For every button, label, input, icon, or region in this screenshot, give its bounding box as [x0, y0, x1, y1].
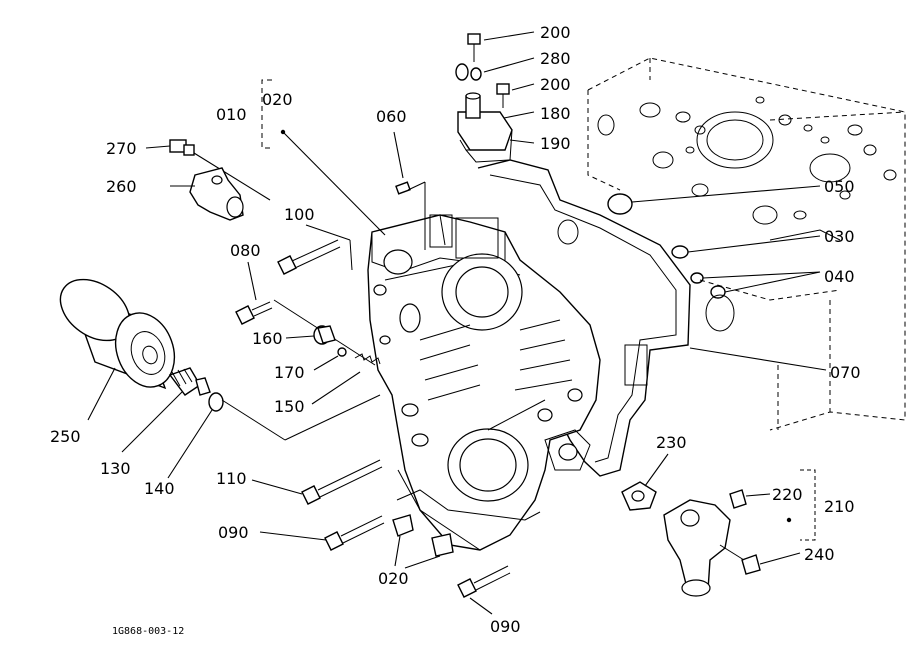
- leader-070: [689, 347, 827, 371]
- callout-280: 280: [540, 49, 571, 68]
- callout-220: 220: [772, 485, 803, 504]
- callout-060: 060: [376, 107, 407, 126]
- callout-110: 110: [216, 469, 247, 488]
- callout-070: 070: [830, 363, 861, 382]
- o-rings-030-040: [671, 235, 821, 299]
- bolt-080: [235, 261, 376, 366]
- callout-260: 260: [106, 177, 137, 196]
- callout-270: 270: [106, 139, 137, 158]
- callout-labels: 010 020 060 200 280 200 180 190 050 030 …: [50, 23, 861, 637]
- callout-100: 100: [284, 205, 315, 224]
- cover-assembly-180: [455, 31, 535, 163]
- bolt-090-bottom: [457, 565, 511, 615]
- callout-250: 250: [50, 427, 81, 446]
- callout-160: 160: [252, 329, 283, 348]
- oil-filter-250: [59, 278, 176, 421]
- callout-140: 140: [144, 479, 175, 498]
- sensor-260: [145, 139, 271, 221]
- water-flange-210: [663, 469, 816, 597]
- callout-090-left: 090: [218, 523, 249, 542]
- drawing-code: 1G868-003-12: [112, 626, 184, 637]
- callout-040: 040: [824, 267, 855, 286]
- callout-240: 240: [804, 545, 835, 564]
- callout-130: 130: [100, 459, 131, 478]
- callout-200-top: 200: [540, 23, 571, 42]
- callout-030: 030: [824, 227, 855, 246]
- callout-050: 050: [824, 177, 855, 196]
- bolt-090-left: [259, 515, 385, 551]
- bolt-100: [277, 224, 353, 275]
- plugs-020: [392, 489, 541, 569]
- fitting-130: [121, 367, 381, 479]
- relief-valve-parts: [285, 325, 381, 405]
- gasket-230: [621, 453, 669, 511]
- dowel-pin-060: [393, 131, 426, 250]
- o-ring-050: [607, 185, 821, 215]
- callout-080: 080: [230, 241, 261, 260]
- callout-020-bottom: 020: [378, 569, 409, 588]
- callout-230: 230: [656, 433, 687, 452]
- callout-020-top: 020: [262, 90, 293, 109]
- callout-170: 170: [274, 363, 305, 382]
- callout-010: 010: [216, 105, 247, 124]
- callout-180: 180: [540, 104, 571, 123]
- group-bracket-010: [261, 79, 386, 236]
- gear-case-gasket: [477, 159, 691, 477]
- callout-150: 150: [274, 397, 305, 416]
- engine-block-outline: [587, 57, 906, 431]
- callout-210: 210: [824, 497, 855, 516]
- callout-200-second: 200: [540, 75, 571, 94]
- callout-190: 190: [540, 134, 571, 153]
- callout-090-bottom: 090: [490, 617, 521, 636]
- gear-case: [367, 214, 601, 551]
- bolt-110: [251, 459, 383, 505]
